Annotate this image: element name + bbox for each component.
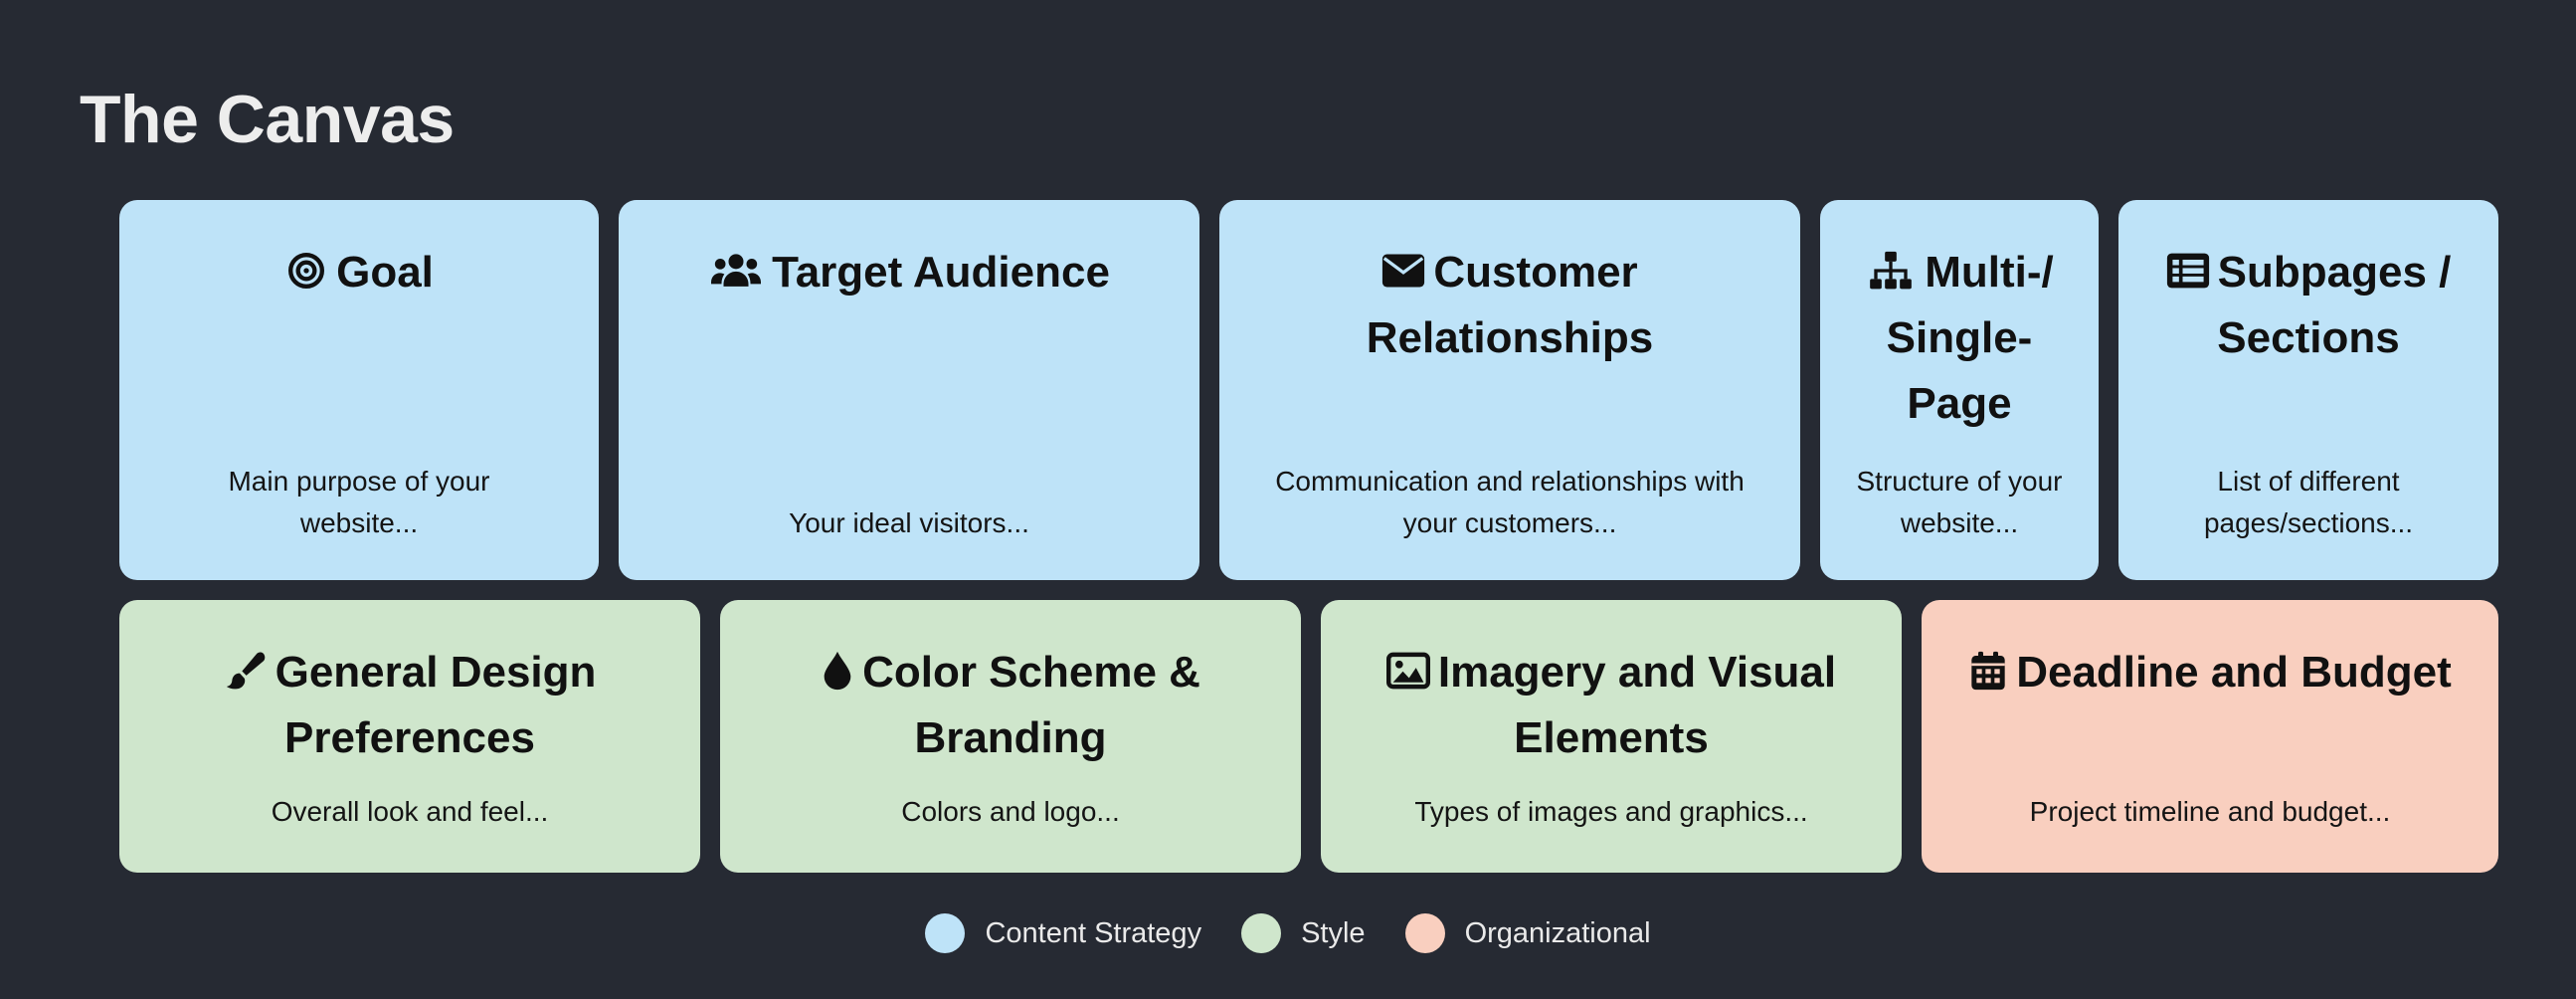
card-color-scheme-branding[interactable]: Color Scheme & Branding Colors and logo.… — [720, 600, 1301, 873]
card-description: Overall look and feel... — [271, 796, 549, 827]
card-description: List of different pages/sections... — [2203, 466, 2414, 538]
card-title-text: Multi-/ Single-Page — [1886, 248, 2054, 428]
card-title-text: General Design Preferences — [275, 648, 597, 762]
card-description: Project timeline and budget... — [2029, 796, 2391, 827]
card-goal[interactable]: Goal Main purpose of your website... — [119, 200, 599, 580]
card-title-text: Customer Relationships — [1366, 248, 1654, 362]
legend-label: Style — [1301, 916, 1366, 949]
card-title-text: Color Scheme & Branding — [862, 648, 1200, 762]
target-icon — [284, 251, 328, 291]
legend-item-style: Style — [1241, 913, 1366, 953]
canvas-row-style-organizational: General Design Preferences Overall look … — [119, 600, 2498, 873]
card-description: Main purpose of your website... — [228, 466, 490, 538]
droplet-icon — [821, 651, 854, 691]
card-description: Your ideal visitors... — [789, 507, 1029, 538]
card-title: Deadline and Budget — [1968, 640, 2452, 705]
card-title: Goal — [284, 240, 434, 305]
envelope-icon — [1381, 251, 1425, 291]
card-deadline-budget[interactable]: Deadline and Budget Project timeline and… — [1922, 600, 2498, 873]
card-imagery-visual-elements[interactable]: Imagery and Visual Elements Types of ima… — [1321, 600, 1902, 873]
paintbrush-icon — [224, 651, 268, 691]
card-title-text: Imagery and Visual Elements — [1437, 648, 1837, 762]
card-title: Target Audience — [708, 240, 1110, 305]
card-title: Multi-/ Single-Page — [1855, 240, 2064, 437]
legend-item-organizational: Organizational — [1404, 913, 1651, 953]
legend-swatch — [925, 913, 966, 953]
card-general-design-preferences[interactable]: General Design Preferences Overall look … — [119, 600, 700, 873]
card-title: Color Scheme & Branding — [802, 640, 1219, 771]
card-customer-relationships[interactable]: Customer Relationships Communication and… — [1219, 200, 1800, 580]
card-description: Communication and relationships with you… — [1275, 466, 1745, 538]
card-title-text: Subpages / Sections — [2217, 248, 2452, 362]
legend-label: Organizational — [1464, 916, 1651, 949]
card-description: Types of images and graphics... — [1414, 796, 1808, 827]
card-title: General Design Preferences — [201, 640, 619, 771]
card-description: Colors and logo... — [901, 796, 1120, 827]
card-description: Structure of your website... — [1856, 466, 2063, 538]
card-title-text: Deadline and Budget — [2016, 648, 2452, 697]
legend: Content Strategy Style Organizational — [0, 913, 2576, 953]
card-title: Imagery and Visual Elements — [1373, 640, 1850, 771]
card-title: Subpages / Sections — [2149, 240, 2468, 371]
card-title: Customer Relationships — [1341, 240, 1679, 371]
page-title: The Canvas — [80, 82, 455, 157]
legend-swatch — [1404, 913, 1445, 953]
canvas-row-content-strategy: Goal Main purpose of your website... Tar… — [119, 200, 2498, 580]
image-icon — [1385, 651, 1430, 691]
legend-item-content-strategy: Content Strategy — [925, 913, 1201, 953]
users-icon — [708, 251, 764, 291]
card-subpages-sections[interactable]: Subpages / Sections List of different pa… — [2118, 200, 2498, 580]
legend-swatch — [1241, 913, 1282, 953]
card-title-text: Goal — [336, 248, 434, 297]
card-target-audience[interactable]: Target Audience Your ideal visitors... — [619, 200, 1199, 580]
card-multi-single-page[interactable]: Multi-/ Single-Page Structure of your we… — [1820, 200, 2099, 580]
sitemap-icon — [1865, 251, 1917, 291]
list-icon — [2166, 251, 2210, 291]
card-title-text: Target Audience — [772, 248, 1110, 297]
calendar-icon — [1968, 651, 2008, 691]
legend-label: Content Strategy — [985, 916, 1202, 949]
